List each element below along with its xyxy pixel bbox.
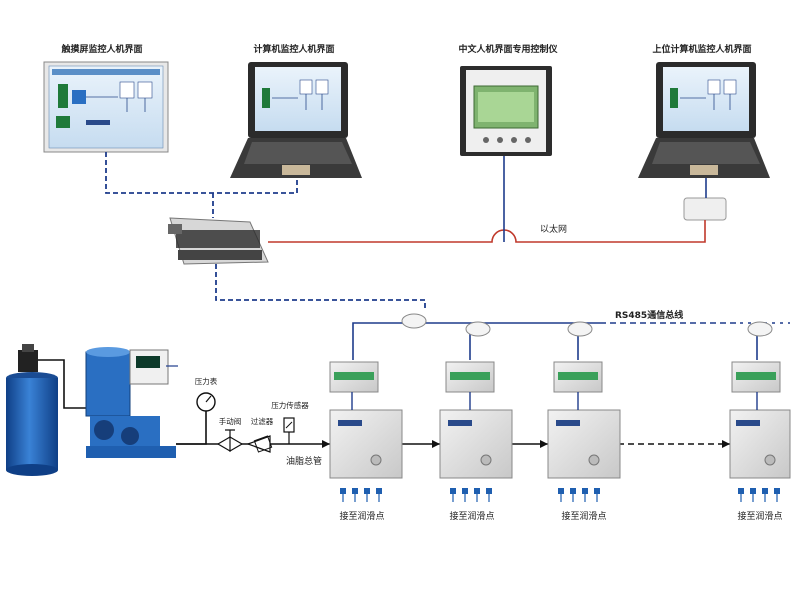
host-computer-hmi-label: 上位计算机监控人机界面 <box>652 43 751 55</box>
pressure-gauge <box>196 392 216 412</box>
manual-valve <box>216 429 244 453</box>
lube-point-label-2: 接至润滑点 <box>449 510 494 522</box>
pressure-sensor-label: 压力传感器 <box>271 400 309 410</box>
computer-hmi-label: 计算机监控人机界面 <box>253 43 334 55</box>
ethernet-label: 以太网 <box>540 223 567 235</box>
data-cables <box>105 152 426 310</box>
ethernet-cable <box>268 220 706 243</box>
lube-point-label-3: 接至润滑点 <box>561 510 606 522</box>
rs485-bus-label: RS485通信总线 <box>615 309 683 321</box>
filter-label: 过滤器 <box>251 416 274 426</box>
station-3 <box>547 361 621 502</box>
laptop-host-computer <box>638 62 770 178</box>
main-pipe-label: 油脂总管 <box>286 455 322 467</box>
chinese-hmi-controller <box>460 66 552 156</box>
ethernet-converter <box>683 197 727 221</box>
station-1 <box>329 361 403 502</box>
flow-arrows <box>322 440 730 448</box>
electric-grease-pump <box>85 347 176 458</box>
laptop-computer-hmi <box>230 62 362 178</box>
lube-point-label-4: 接至润滑点 <box>737 510 782 522</box>
touchscreen-hmi-label: 触摸屏监控人机界面 <box>60 43 142 55</box>
manual-valve-label: 手动阀 <box>219 416 242 426</box>
pressure-sensor <box>283 417 295 444</box>
plc-controller <box>168 217 269 265</box>
station-2 <box>439 361 513 502</box>
pressure-gauge-label: 压力表 <box>195 376 218 386</box>
bus-junctions <box>401 313 773 337</box>
filter <box>246 435 273 453</box>
touchscreen-monitor <box>43 61 169 153</box>
chinese-controller-label: 中文人机界面专用控制仪 <box>458 43 558 55</box>
lube-point-label-1: 接至润滑点 <box>339 510 384 522</box>
station-4 <box>729 361 791 502</box>
supply-pipe <box>38 359 86 409</box>
grease-tank <box>6 344 58 476</box>
